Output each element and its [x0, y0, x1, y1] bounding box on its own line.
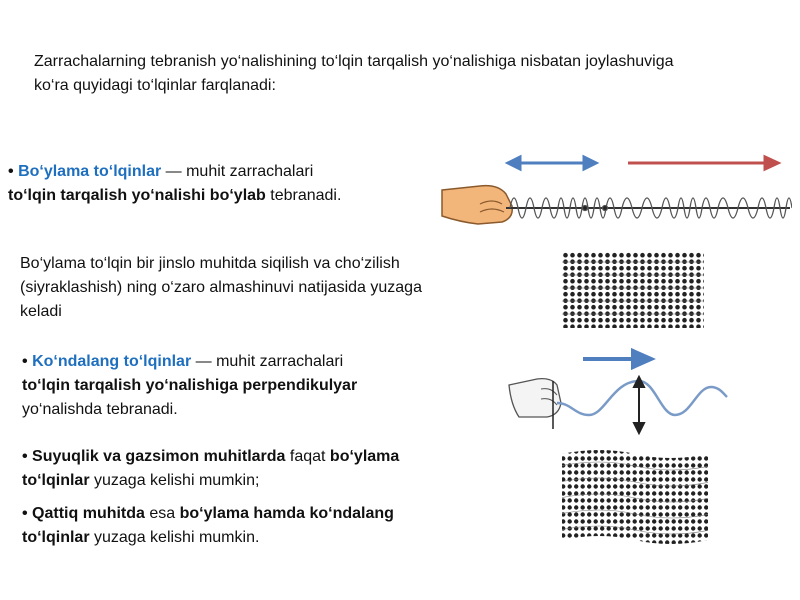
lattice-particles [562, 252, 704, 328]
longitudinal-rest-1: — muhit zarrachalari [161, 163, 314, 180]
transverse-rest-1: — muhit zarrachalari [191, 353, 344, 370]
rope-wave [556, 379, 728, 417]
compression-paragraph: Bo‘ylama to‘lqin bir jinslo muhitda siqi… [20, 252, 490, 324]
hand-icon [508, 377, 562, 418]
particle-lattice-compressed [562, 252, 704, 328]
transverse-paragraph: • Ko‘ndalang to‘lqinlar — muhit zarracha… [22, 350, 462, 422]
compression-line-1: Bo‘ylama to‘lqin bir jinslo muhitda siqi… [20, 255, 400, 272]
particle-lattice-wavy [562, 450, 708, 544]
longitudinal-bold-2: to‘lqin tarqalish yo‘nalishi bo‘ylab [8, 187, 266, 204]
fluids-bold-1b: bo‘ylama [329, 448, 400, 465]
compression-line-2: (siyraklashish) ning o‘zaro almashinuvi … [20, 279, 422, 296]
double-arrow-icon [504, 154, 600, 172]
spring-coil [506, 197, 792, 219]
solids-bold-2: to‘lqinlar [22, 529, 90, 546]
bullet: • [22, 353, 28, 370]
fluids-line-1: • Suyuqlik va gazsimon muhitlarda faqat … [22, 445, 462, 469]
lattice-particles [562, 450, 708, 544]
direction-arrow-icon [583, 347, 656, 371]
transverse-line-3: yo‘nalishda tebranadi. [22, 401, 178, 418]
transverse-line-2: to‘lqin tarqalish yo‘nalishiga perpendik… [22, 377, 358, 394]
longitudinal-rest-2: tebranadi. [265, 187, 342, 204]
fluids-bold-1: • Suyuqlik va gazsimon muhitlarda [22, 448, 286, 465]
solids-line-2: to‘lqinlar yuzaga kelishi mumkin. [22, 526, 482, 550]
rope-wave-illustration [508, 347, 728, 436]
solids-paragraph: • Qattiq muhitda esa bo‘ylama hamda ko‘n… [22, 502, 482, 550]
fluids-paragraph: • Suyuqlik va gazsimon muhitlarda faqat … [22, 445, 462, 493]
intro-text: Zarrachalarning tebranish yo‘nalishining… [34, 50, 784, 98]
spring-coil-illustration [441, 154, 792, 225]
solids-bold-1b: bo‘ylama hamda ko‘ndalang [179, 505, 394, 522]
fluids-mid-1: faqat [285, 448, 330, 465]
longitudinal-term: Bo‘ylama to‘lqinlar [18, 163, 162, 180]
intro-line-1: Zarrachalarning tebranish yo‘nalishining… [34, 53, 674, 70]
solids-mid-1: esa [144, 505, 180, 522]
vertical-oscillation-arrow [632, 374, 646, 436]
solids-line-1: • Qattiq muhitda esa bo‘ylama hamda ko‘n… [22, 502, 482, 526]
fluids-line-2: to‘lqinlar yuzaga kelishi mumkin; [22, 469, 462, 493]
direction-arrow-icon [628, 154, 782, 172]
solids-rest-2: yuzaga kelishi mumkin. [89, 529, 260, 546]
bullet: • [8, 163, 14, 180]
longitudinal-paragraph: • Bo‘ylama to‘lqinlar — muhit zarrachala… [8, 160, 448, 208]
compression-line-3: keladi [20, 303, 62, 320]
solids-bold-1: • Qattiq muhitda [22, 505, 145, 522]
fluids-bold-2: to‘lqinlar [22, 472, 90, 489]
fluids-rest-2: yuzaga kelishi mumkin; [89, 472, 260, 489]
longitudinal-line-2: to‘lqin tarqalish yo‘nalishi bo‘ylab teb… [8, 184, 448, 208]
hand-icon [441, 184, 514, 225]
transverse-line-1: • Ko‘ndalang to‘lqinlar — muhit zarracha… [22, 350, 462, 374]
transverse-term: Ko‘ndalang to‘lqinlar [32, 353, 192, 370]
longitudinal-line-1: • Bo‘ylama to‘lqinlar — muhit zarrachala… [8, 160, 448, 184]
intro-line-2: ko‘ra quyidagi to‘lqinlar farqlanadi: [34, 77, 276, 94]
